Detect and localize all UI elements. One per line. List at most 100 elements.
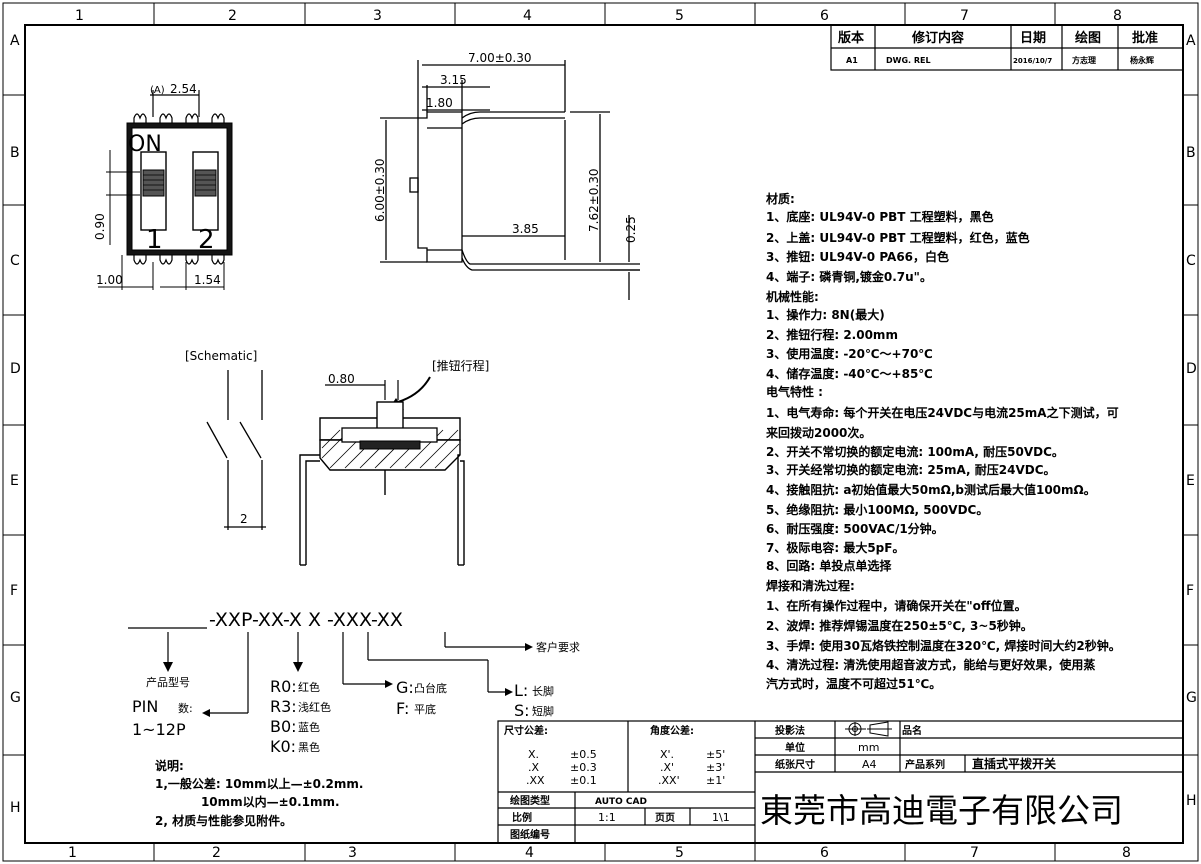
- pin-label: PIN: [132, 697, 158, 716]
- notes-title: 说明:: [155, 758, 184, 773]
- notes-line: 1,一般公差: 10mm以上—±0.2mm.: [155, 776, 363, 791]
- spec-line: 5、绝缘阻抗: 最小100MΩ, 500VDC。: [766, 502, 988, 517]
- dim-pitch: 2.54: [170, 82, 197, 96]
- customer-label: 客户要求: [536, 640, 580, 654]
- color-code: R3:: [270, 697, 297, 716]
- pin-length-name: 长脚: [532, 684, 554, 698]
- spec-line: 3、使用温度: -20℃～+70℃: [766, 346, 933, 361]
- color-code: R0:: [270, 677, 297, 696]
- col-label-bottom-5: 5: [675, 845, 684, 861]
- page-value: 1\1: [712, 811, 730, 824]
- col-label-top-6: 6: [820, 8, 829, 24]
- tol-dim-val: ±0.1: [570, 774, 597, 787]
- base-code: G:: [396, 678, 414, 697]
- dim-left-100: 1.00: [96, 273, 123, 287]
- name-label: 品名: [902, 724, 922, 737]
- spec-line: 3、手焊: 使用30瓦烙铁控制温度在320℃, 焊接时间大约2秒钟。: [766, 638, 1121, 653]
- color-name: 浅红色: [298, 700, 331, 714]
- col-label-top-2: 2: [228, 8, 237, 24]
- col-label-bottom-3: 3: [348, 845, 357, 861]
- dim-total-700: 7.00±0.30: [468, 51, 532, 65]
- part-number-breakdown: -XXP-XX-X X -XXX-XX 客户要求 产品型号 PIN 数: 1~1…: [128, 609, 580, 756]
- dim-height-090: 0.90: [93, 213, 107, 240]
- tol-ang-val: ±1': [706, 774, 725, 787]
- col-label-bottom-2: 2: [212, 845, 221, 861]
- paper-label: 纸张尺寸: [775, 758, 815, 771]
- color-code: K0:: [270, 737, 296, 756]
- spec-line: 电气特性 :: [766, 384, 823, 399]
- top-view: (A) 2.54 ON 1 2 0.90 1.00 1.54: [93, 82, 233, 290]
- pin-length-code: L:: [514, 681, 528, 700]
- schematic: [Schematic] 2: [185, 349, 266, 530]
- spec-list: 材质: 1、底座: UL94V-0 PBT 工程塑料，黑色 2、上盖: UL94…: [765, 191, 1121, 691]
- rev-cell-content: DWG. REL: [886, 56, 931, 65]
- pin-unit: 数:: [178, 702, 193, 715]
- spec-line: 1、操作力: 8N(最大): [766, 307, 885, 322]
- rev-cell-drawn: 方志理: [1072, 55, 1096, 65]
- part-number-code: -XXP-XX-X X -XXX-XX: [209, 609, 403, 631]
- spec-line: 机械性能:: [766, 289, 819, 304]
- draw-type-label: 绘图类型: [510, 794, 550, 807]
- position-label-2: 2: [198, 225, 215, 255]
- scale-label: 比例: [512, 811, 532, 824]
- schematic-label: [Schematic]: [185, 349, 257, 363]
- projection-symbol-icon: [845, 721, 892, 737]
- series-value: 直插式平拨开关: [972, 756, 1056, 771]
- rev-header-content: 修订内容: [911, 30, 964, 46]
- col-label-top-3: 3: [373, 8, 382, 24]
- tol-ang-title: 角度公差:: [650, 724, 694, 737]
- rev-header-date: 日期: [1020, 31, 1046, 46]
- spec-line: 2、推钮行程: 2.00mm: [766, 327, 898, 342]
- spec-line: 7、极际电容: 最大5pF。: [766, 540, 904, 555]
- tol-dim-val: ±0.3: [570, 761, 597, 774]
- row-label-left-C: C: [10, 253, 20, 269]
- drawing-no-label: 图纸编号: [510, 828, 550, 841]
- row-label-right-F: F: [1186, 583, 1194, 599]
- tol-ang-val: ±5': [706, 748, 725, 761]
- rev-header-drawn: 绘图: [1075, 30, 1101, 46]
- spec-line: 3、推钮: UL94V-0 PA66，白色: [766, 249, 949, 264]
- row-label-left-D: D: [10, 361, 21, 377]
- company-name: 東莞市高迪電子有限公司: [760, 791, 1123, 830]
- spec-line: 4、清洗过程: 清洗使用超音波方式，能给与更好效果，使用蒸: [766, 657, 1095, 672]
- row-label-right-C: C: [1186, 253, 1196, 269]
- schematic-dim: 2: [240, 512, 248, 526]
- base-name: 凸台底: [414, 681, 447, 695]
- col-label-top-4: 4: [523, 8, 532, 24]
- paper-value: A4: [862, 758, 877, 771]
- row-label-right-D: D: [1186, 361, 1197, 377]
- tol-dim-title: 尺寸公差:: [504, 724, 548, 737]
- row-label-right-E: E: [1186, 473, 1195, 489]
- on-label: ON: [128, 132, 162, 157]
- dim-180: 1.80: [426, 96, 453, 110]
- tol-ang-key: .X': [660, 761, 674, 774]
- col-label-top-8: 8: [1113, 8, 1122, 24]
- dim-pitch-marker: (A): [150, 85, 165, 96]
- spec-line: 2、上盖: UL94V-0 PBT 工程塑料，红色，蓝色: [766, 230, 1030, 245]
- color-code: B0:: [270, 717, 297, 736]
- spec-line: 1、底座: UL94V-0 PBT 工程塑料，黑色: [766, 209, 994, 224]
- notes-line: 10mm以内—±0.1mm.: [155, 794, 340, 809]
- spec-line: 6、耐压强度: 500VAC/1分钟。: [766, 521, 944, 536]
- draw-type-value: AUTO CAD: [595, 797, 647, 807]
- section-label: [推钮行程]: [432, 358, 489, 373]
- spec-line: 4、储存温度: -40℃～+85℃: [766, 366, 933, 381]
- spec-line: 2、开关不常切换的额定电流: 100mA, 耐压50VDC。: [766, 444, 1064, 459]
- col-label-bottom-4: 4: [525, 845, 534, 861]
- notes-line: 2, 材质与性能参见附件。: [155, 813, 292, 828]
- product-label: 产品型号: [146, 675, 190, 689]
- pin-range: 1~12P: [132, 720, 186, 739]
- row-label-left-B: B: [10, 145, 20, 161]
- rev-header-version: 版本: [838, 30, 864, 46]
- dim-pin-154: 1.54: [194, 273, 221, 287]
- series-label: 产品系列: [905, 758, 945, 771]
- row-label-right-H: H: [1186, 793, 1197, 809]
- col-label-top-1: 1: [75, 8, 84, 24]
- projection-label: 投影法: [775, 724, 805, 737]
- spec-line: 4、接触阻抗: a初始值最大50mΩ,b测试后最大值100mΩ。: [766, 482, 1096, 497]
- spec-line: 材质:: [765, 191, 795, 206]
- row-label-right-G: G: [1186, 690, 1197, 706]
- dim-height-600: 6.00±0.30: [373, 159, 387, 223]
- col-label-bottom-7: 7: [970, 845, 979, 861]
